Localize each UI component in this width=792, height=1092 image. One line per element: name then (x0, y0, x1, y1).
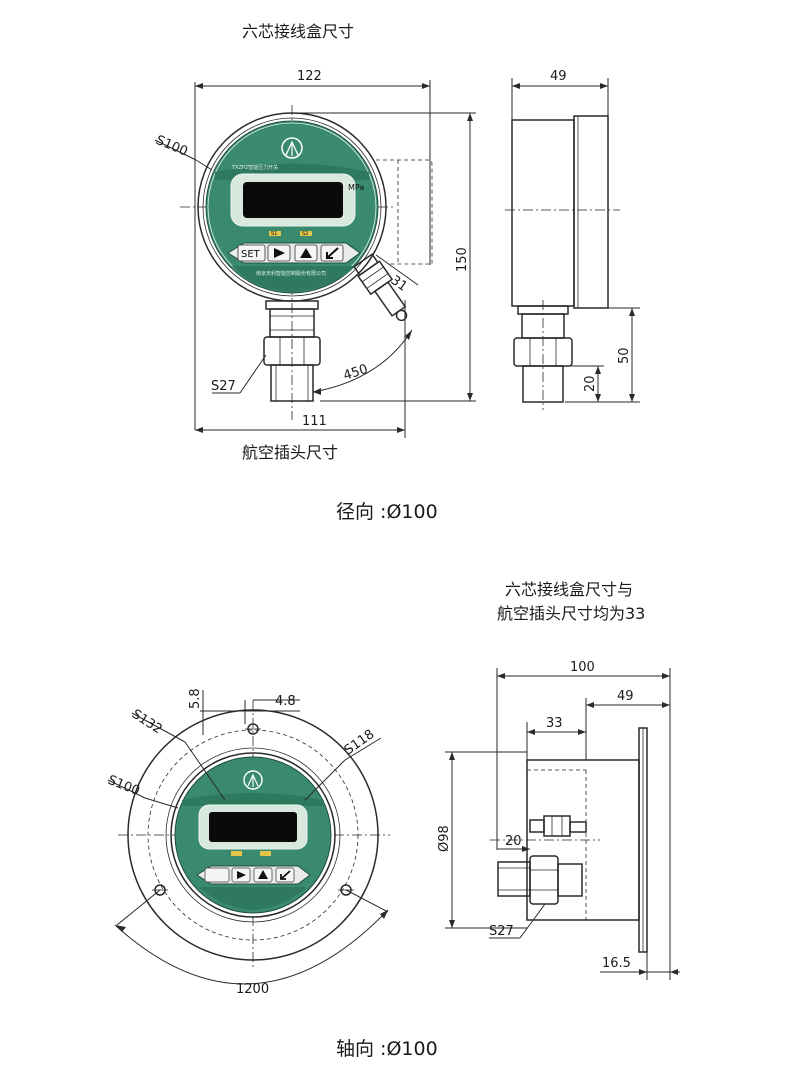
axial-up-arrow-icon (258, 870, 268, 879)
gauge-company: 南京天利智能控制股份有限公司 (256, 270, 326, 277)
label-s132: S132 (129, 707, 165, 738)
axial-box-33: 33 (546, 716, 563, 731)
note-line-1: 六芯接线盒尺寸与 (505, 580, 633, 599)
axial-label-s100: S100 (106, 773, 142, 799)
indicator-s1: S1 (271, 231, 277, 237)
right-arrow-icon (274, 248, 285, 258)
dim-bolt-circle: 1200 (236, 982, 269, 997)
indicator-s2: S2 (302, 231, 308, 237)
side-thread-20: 20 (583, 375, 598, 392)
dim-width-bottom: 111 (302, 414, 327, 429)
axial-logo-icon (243, 770, 263, 790)
heading-aviation-plug: 航空插头尺寸 (242, 443, 338, 462)
axial-label-s27: S27 (489, 924, 514, 939)
logo-icon (281, 137, 303, 159)
gauge-model: TXZP2智能压力开关 (231, 164, 278, 171)
axial-side-view: 100 49 33 Ø98 20 (437, 660, 680, 980)
note-line-2: 航空插头尺寸均为33 (497, 604, 645, 623)
up-arrow-icon (300, 248, 312, 258)
axial-flange-16-5: 16.5 (602, 956, 631, 971)
caption-radial: 径向 :Ø100 (336, 501, 438, 523)
radial-front-view: 122 TXZP2智能压力开关 MPa S1 S2 SET (153, 69, 476, 438)
axial-set-button[interactable] (204, 867, 230, 883)
dim-width-top: 122 (297, 69, 322, 84)
dim-hole-4-8: 4.8 (275, 694, 296, 709)
dim-height-150: 150 (455, 247, 470, 272)
axial-dia-98: Ø98 (437, 825, 452, 852)
axial-enter-arrow-icon (280, 870, 291, 880)
set-button[interactable] (237, 244, 266, 262)
display-screen (243, 182, 343, 218)
axial-thread-20: 20 (505, 834, 522, 849)
axial-total-100: 100 (570, 660, 595, 675)
axial-display-screen (209, 812, 297, 842)
axial-right-arrow-icon (237, 871, 246, 879)
radial-side-view: 49 50 20 (505, 69, 640, 410)
label-s100: S100 (153, 133, 189, 160)
label-s27: S27 (211, 379, 236, 394)
side-stem-50: 50 (617, 347, 632, 364)
dim-hole-5-8: 5.8 (188, 688, 203, 709)
label-s118: S118 (342, 727, 378, 758)
dim-angle-450: 450 (342, 362, 370, 384)
heading-junction-box: 六芯接线盒尺寸 (242, 22, 354, 41)
set-button-label: SET (241, 249, 261, 260)
caption-axial: 轴向 :Ø100 (336, 1038, 438, 1060)
enter-arrow-icon (326, 247, 339, 259)
axial-front-view: 5.8 4.8 S132 S118 S100 1200 (106, 688, 390, 997)
axial-depth-49: 49 (617, 689, 634, 704)
unit-mpa: MPa (348, 183, 364, 192)
side-depth-49: 49 (550, 69, 567, 84)
